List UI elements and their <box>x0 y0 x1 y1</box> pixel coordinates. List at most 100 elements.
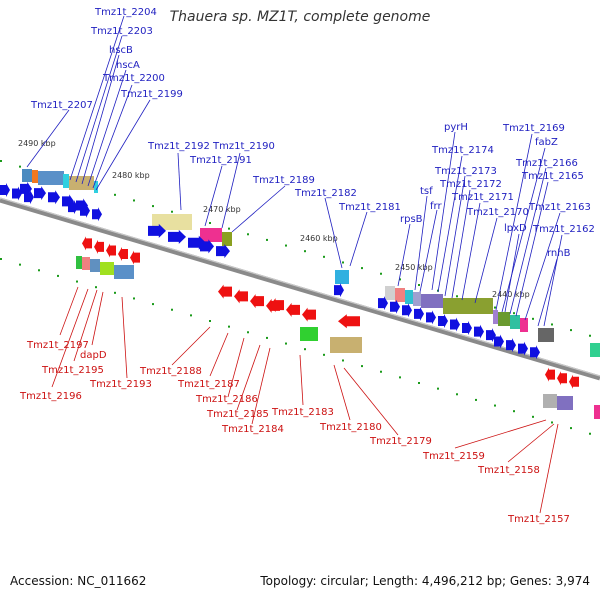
genome-title: Thauera sp. MZ1T, complete genome <box>169 9 431 25</box>
gene-label-bottom: Tmz1t_2187 <box>177 379 240 390</box>
forward-gene-arrow <box>506 338 516 353</box>
gene-cluster-2159-2157[interactable] <box>543 394 573 410</box>
gene-label-top: Tmz1t_2170 <box>466 207 529 218</box>
reverse-gene-arrow <box>118 247 128 262</box>
gene-label-top: Tmz1t_2200 <box>102 73 165 84</box>
scale-label: 2440 kbp <box>492 290 530 299</box>
top-gene-labels[interactable]: Tmz1t_2204 Tmz1t_2203 hscB hscA Tmz1t_22… <box>30 7 595 259</box>
gene-label-bottom: Tmz1t_2196 <box>19 391 82 402</box>
tick-mark <box>513 312 515 315</box>
tick-mark <box>589 432 591 435</box>
tick-mark <box>228 325 230 328</box>
tick-mark <box>342 359 344 362</box>
gene-label-top: Tmz1t_2169 <box>502 123 565 134</box>
gene-label-top: Tmz1t_2166 <box>515 158 578 169</box>
accession-text: Accession: NC_011662 <box>10 574 147 588</box>
forward-gene-arrow <box>438 313 448 328</box>
forward-gene-arrow <box>80 203 90 218</box>
tick-mark <box>228 227 230 230</box>
gene-arrows[interactable] <box>0 181 579 389</box>
tick-mark <box>209 222 211 225</box>
topology-text: Topology: circular; Length: 4,496,212 bp… <box>260 574 590 588</box>
tick-mark <box>133 297 135 300</box>
tick-mark <box>114 193 116 196</box>
tick-mark <box>171 210 173 213</box>
gene-label-top: Tmz1t_2162 <box>532 224 595 235</box>
tick-mark <box>38 269 40 272</box>
forward-gene-arrow <box>334 283 344 298</box>
gene-label-top: Tmz1t_2172 <box>439 179 502 190</box>
gene-label-top: Tmz1t_2173 <box>434 166 497 177</box>
reverse-gene-arrow <box>557 371 567 386</box>
tick-mark <box>418 382 420 385</box>
gene-label-top: lpxD <box>504 223 527 234</box>
forward-gene-arrow <box>68 200 78 215</box>
tick-mark <box>19 263 21 266</box>
gene-cluster-2183-2180[interactable] <box>300 327 362 353</box>
tick-mark <box>551 323 553 326</box>
gene-label-bottom: Tmz1t_2183 <box>271 407 334 418</box>
gene-cluster-2204-2199[interactable] <box>22 169 98 193</box>
gene-label-top: Tmz1t_2163 <box>528 202 591 213</box>
gene-label-top: fabZ <box>535 137 558 148</box>
forward-gene-arrow <box>474 324 484 339</box>
gene-edge-right[interactable] <box>590 343 600 419</box>
tick-mark <box>171 308 173 311</box>
gene-label-top: Tmz1t_2207 <box>30 100 93 111</box>
forward-gene-arrow <box>390 299 400 314</box>
gene-label-bottom: Tmz1t_2195 <box>41 365 104 376</box>
reverse-gene-arrow <box>545 367 555 382</box>
gene-cluster-2197-2193[interactable] <box>76 256 134 279</box>
forward-gene-arrow <box>12 186 22 201</box>
forward-gene-arrow <box>200 239 214 254</box>
forward-gene-arrow <box>0 183 10 197</box>
tick-mark <box>570 427 572 430</box>
forward-gene-arrow <box>402 303 412 318</box>
tick-mark <box>456 393 458 396</box>
tick-mark <box>57 274 59 277</box>
reverse-gene-arrow <box>302 307 316 322</box>
gene-label-bottom: Tmz1t_2180 <box>319 422 382 433</box>
gene-label-bottom: Tmz1t_2188 <box>139 366 202 377</box>
tick-mark <box>285 244 287 247</box>
gene-label-bottom: Tmz1t_2158 <box>477 465 540 476</box>
gene-label-top: Tmz1t_2171 <box>451 192 514 203</box>
gene-cluster-2171-2162[interactable] <box>385 286 554 342</box>
gene-label-top: Tmz1t_2190 <box>212 141 275 152</box>
forward-gene-arrow <box>20 181 32 196</box>
gene-label-bottom: Tmz1t_2157 <box>507 514 570 525</box>
tick-mark <box>266 238 268 241</box>
gene-label-bottom: Tmz1t_2185 <box>206 409 269 420</box>
gene-label-top: rnhB <box>547 248 571 259</box>
scale-label: 2470 kbp <box>203 205 241 214</box>
bottom-gene-labels[interactable]: Tmz1t_2197 dapD Tmz1t_2195 Tmz1t_2196 Tm… <box>19 340 570 525</box>
gene-label-top: rpsB <box>400 214 423 225</box>
tick-mark <box>551 421 553 424</box>
tick-mark <box>361 267 363 270</box>
reverse-gene-arrow <box>218 284 232 299</box>
gene-label-bottom: dapD <box>80 350 107 361</box>
reverse-gene-arrow <box>286 302 300 317</box>
reverse-gene-arrow <box>234 289 248 304</box>
tick-mark <box>570 329 572 332</box>
forward-gene-arrow <box>518 341 528 356</box>
gene-2182[interactable] <box>335 270 349 284</box>
gene-label-top: Tmz1t_2191 <box>189 155 252 166</box>
tick-mark <box>342 261 344 264</box>
reverse-gene-arrow <box>82 236 92 251</box>
tick-mark <box>152 303 154 306</box>
gene-label-top: frr <box>430 201 442 212</box>
gene-label-top: Tmz1t_2203 <box>90 26 153 37</box>
tick-mark <box>285 342 287 345</box>
gene-label-bottom: Tmz1t_2184 <box>221 424 284 435</box>
gene-label-bottom: Tmz1t_2193 <box>89 379 152 390</box>
tick-mark <box>76 280 78 283</box>
gene-label-top: Tmz1t_2174 <box>431 145 494 156</box>
gene-cluster-2192-2190[interactable] <box>152 214 232 246</box>
tick-mark <box>399 278 401 281</box>
scale-label: 2450 kbp <box>395 263 433 272</box>
tick-mark <box>475 398 477 401</box>
top-leader-lines <box>26 15 563 327</box>
reverse-gene-arrow <box>94 239 104 254</box>
